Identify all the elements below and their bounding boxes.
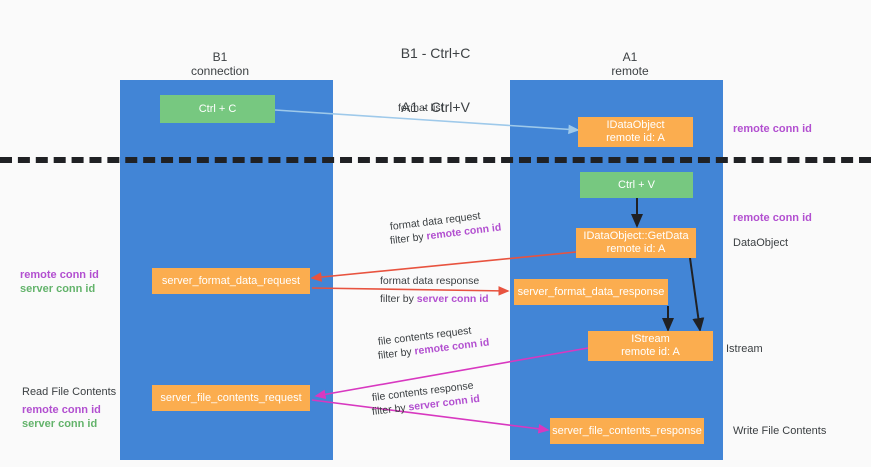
annotation-left-bottom: remote conn id server conn id: [22, 403, 101, 431]
phase-divider: [0, 157, 871, 163]
node-idataobject-line2: remote id: A: [606, 132, 665, 144]
node-idataobject-line1: IDataObject: [606, 119, 665, 131]
filter-prefix: filter by: [380, 293, 417, 305]
column-header-a1-role: remote: [611, 64, 649, 78]
title-line-1: B1 - Ctrl+C: [400, 45, 471, 61]
node-istream-line1: IStream: [631, 333, 670, 345]
filter-key-server-conn-id: server conn id: [416, 293, 489, 305]
node-ctrl-v-label: Ctrl + V: [618, 178, 655, 191]
node-server-format-data-response[interactable]: server_format_data_response: [514, 279, 668, 305]
edge-label-format-data-response-filter: filter by server conn id: [380, 292, 489, 306]
annotation-left-remote-conn-id-mid: remote conn id: [20, 269, 99, 281]
annotation-dataobject: DataObject: [733, 237, 789, 249]
edge-label-format-list-text: format list: [398, 102, 444, 114]
column-header-b1-role: connection: [190, 64, 250, 78]
node-server-format-data-response-label: server_format_data_response: [517, 285, 665, 298]
column-header-b1: B1 connection: [150, 50, 290, 78]
node-ctrl-c-label: Ctrl + C: [198, 102, 237, 115]
node-idataobject[interactable]: IDataObject remote id: A: [578, 117, 693, 147]
node-istream[interactable]: IStream remote id: A: [588, 331, 713, 361]
node-ctrl-v[interactable]: Ctrl + V: [580, 172, 693, 198]
column-header-b1-name: B1: [212, 50, 228, 64]
node-server-file-contents-response-label: server_file_contents_response: [552, 424, 702, 437]
column-header-a1: A1 remote: [560, 50, 700, 78]
node-server-file-contents-request-label: server_file_contents_request: [160, 391, 302, 404]
node-server-file-contents-response[interactable]: server_file_contents_response: [550, 418, 704, 444]
node-server-file-contents-request[interactable]: server_file_contents_request: [152, 385, 310, 411]
edge-label-format-data-response: format data response filter by server co…: [380, 274, 489, 306]
node-ctrl-c[interactable]: Ctrl + C: [160, 95, 275, 123]
annotation-left-server-conn-id-mid: server conn id: [20, 283, 96, 295]
node-server-format-data-request[interactable]: server_format_data_request: [152, 268, 310, 294]
annotation-left-mid: remote conn id server conn id: [20, 268, 99, 296]
edge-label-format-data-response-text: format data response: [380, 275, 480, 287]
column-header-a1-name: A1: [622, 50, 638, 64]
node-istream-line2: remote id: A: [621, 346, 680, 358]
filter-prefix: filter by: [377, 345, 416, 362]
annotation-left-remote-conn-id-bottom: remote conn id: [22, 404, 101, 416]
edge-label-format-list: format list: [398, 101, 444, 115]
edge-label-file-contents-request: file contents request filter by remote c…: [377, 325, 490, 363]
annotation-left-server-conn-id-bottom: server conn id: [22, 418, 98, 430]
filter-prefix: filter by: [389, 230, 428, 247]
annotation-read-file-contents: Read File Contents: [22, 386, 117, 398]
annotation-istream: Istream: [726, 343, 763, 355]
edge-label-format-data-request: format data request filter by remote con…: [389, 210, 502, 248]
node-server-format-data-request-label: server_format_data_request: [161, 274, 301, 287]
edge-label-file-contents-response: file contents response filter by server …: [371, 380, 481, 419]
filter-prefix: filter by: [371, 401, 410, 418]
annotation-remote-conn-id-mid: remote conn id: [733, 212, 812, 224]
annotation-remote-conn-id-top: remote conn id: [733, 123, 812, 135]
node-getdata-line2: remote id: A: [606, 243, 666, 255]
node-getdata-line1: IDataObject::GetData: [583, 230, 689, 242]
annotation-write-file-contents: Write File Contents: [733, 425, 827, 437]
node-getdata[interactable]: IDataObject::GetData remote id: A: [576, 228, 696, 258]
